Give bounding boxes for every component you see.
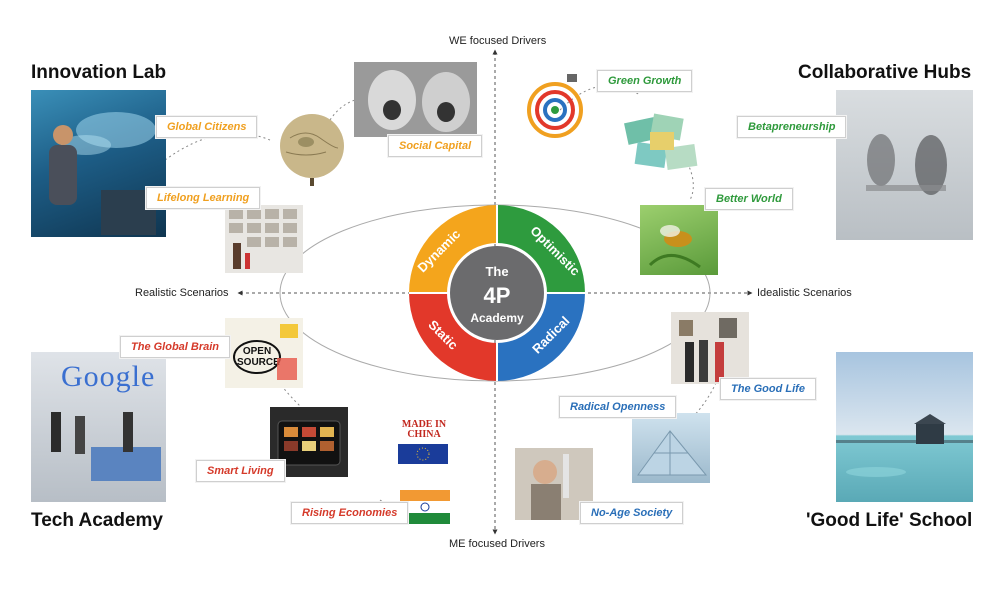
driver-smart-living: Smart Living xyxy=(196,460,285,482)
quadrant-optimistic xyxy=(497,205,585,293)
driver-rising-economies: Rising Economies xyxy=(291,502,409,524)
driver-radical-openness: Radical Openness xyxy=(559,396,677,418)
driver-better-world: Better World xyxy=(705,188,793,210)
driver-lifelong-learning: Lifelong Learning xyxy=(146,187,261,209)
corner-title-innovation-lab: Innovation Lab xyxy=(31,62,167,83)
driver-social-capital: Social Capital xyxy=(388,135,483,157)
made-in-china-photo: MADE IN CHINA xyxy=(392,418,454,466)
driver-no-age-society: No-Age Society xyxy=(580,502,684,524)
corner-title-good-life-school: 'Good Life' School xyxy=(806,510,973,531)
driver-betapreneurship: Betapreneurship xyxy=(737,116,847,138)
good-life-school-photo xyxy=(836,352,973,502)
quadrant-radical xyxy=(497,293,585,381)
quadrant-static xyxy=(409,293,497,381)
open-source-sign: OPEN SOURCE xyxy=(233,340,281,374)
axis-label-top: WE focused Drivers xyxy=(449,35,547,47)
driver-green-growth: Green Growth xyxy=(597,70,693,92)
hub-title-academy: Academy xyxy=(470,311,524,325)
hub-ring: Dynamic Optimistic Static Radical The 4P… xyxy=(409,205,585,381)
better-world-bee-photo xyxy=(640,205,718,275)
axis-label-bottom: ME focused Drivers xyxy=(449,538,545,550)
driver-global-brain: The Global Brain xyxy=(120,336,231,358)
good-life-gallery-photo xyxy=(671,312,749,384)
tech-academy-google-photo: Google xyxy=(31,352,166,502)
green-growth-diagram xyxy=(515,70,605,140)
driver-good-life: The Good Life xyxy=(720,378,816,400)
outer-ellipse xyxy=(279,204,711,382)
hub-title-4p: 4P xyxy=(484,283,511,308)
gallery-wall-photo xyxy=(225,205,303,273)
innovation-lab-photo xyxy=(31,90,166,237)
hub-title-the: The xyxy=(485,264,508,279)
green-cards-photo xyxy=(622,110,704,182)
corner-title-tech-academy: Tech Academy xyxy=(31,510,163,531)
hub-center xyxy=(450,246,544,340)
india-flag xyxy=(400,490,450,524)
made-in-china-text: MADE IN CHINA xyxy=(401,419,447,440)
open-source-photo: OPEN SOURCE xyxy=(225,318,303,388)
driver-global-citizens: Global Citizens xyxy=(156,116,258,138)
axis-label-right: Idealistic Scenarios xyxy=(757,287,852,299)
quadrant-dynamic xyxy=(409,205,497,293)
social-capital-photo xyxy=(354,62,477,137)
corner-title-collaborative-hubs: Collaborative Hubs xyxy=(798,62,972,83)
axis-label-left: Realistic Scenarios xyxy=(135,287,229,299)
globe-photo xyxy=(276,108,348,188)
google-sign: Google xyxy=(61,360,156,393)
collaborative-hubs-photo xyxy=(836,90,973,240)
radical-openness-photo xyxy=(632,413,710,483)
